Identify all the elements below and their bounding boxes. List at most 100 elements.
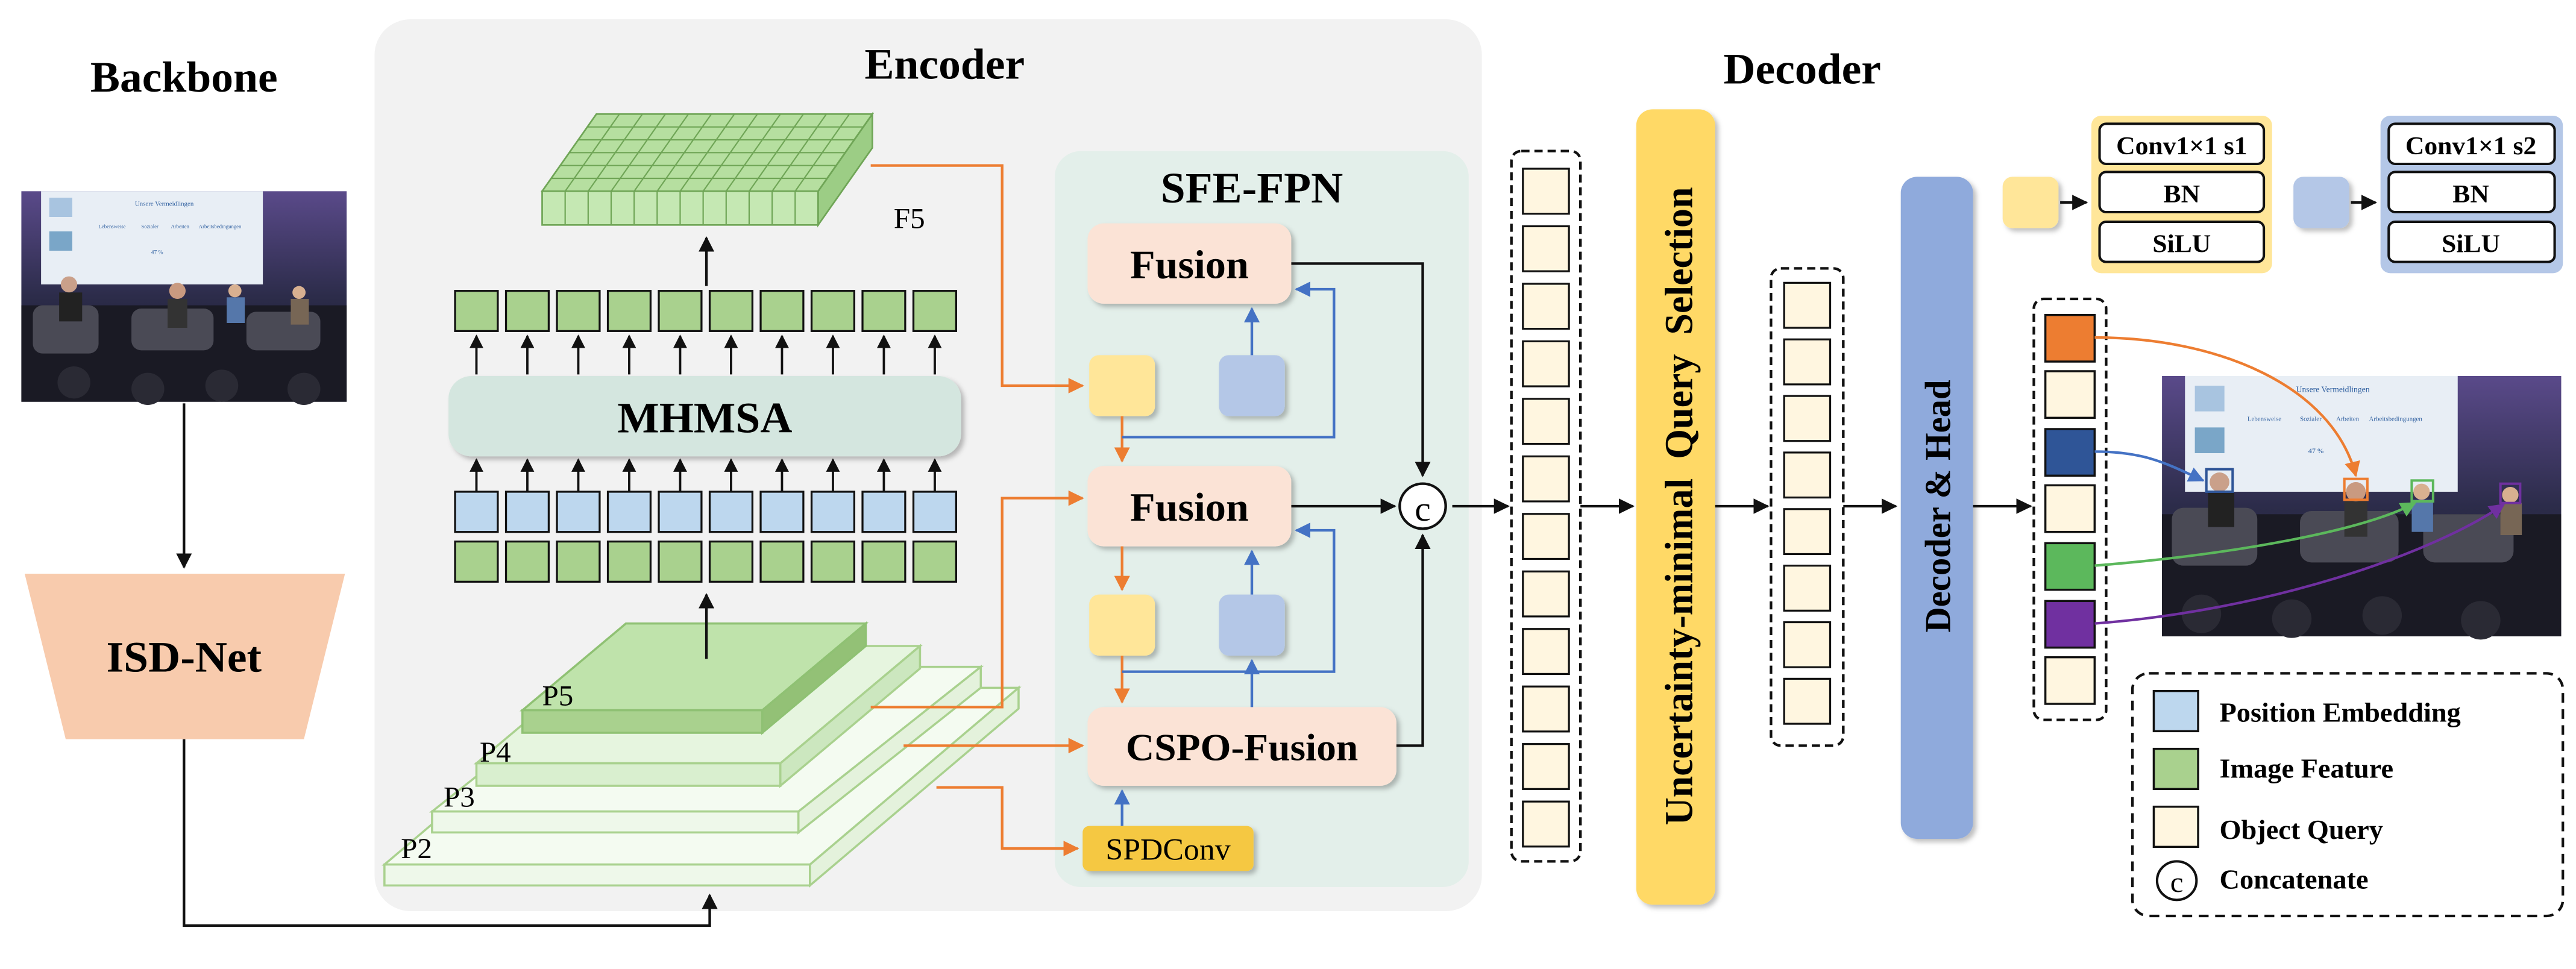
encoded-feature-token [658,290,703,332]
position-embedding-token [606,491,652,533]
det-arrow-green [2094,501,2417,567]
legend-box [2131,672,2565,918]
svg-text:BN: BN [2452,180,2489,208]
selected-query-cell [1783,508,1832,556]
position-embedding-token [810,491,856,533]
svg-text:BN: BN [2164,180,2201,208]
image-feature-token [861,541,906,583]
pyramid-p5 [520,621,869,735]
output-queries [2044,313,2096,705]
position-embedding-token [912,491,958,533]
sfe-fpn-title: SFE-FPN [1161,164,1343,212]
f5-label: F5 [894,203,925,234]
selected-query-cell [1783,565,1832,612]
position-embedding-token [708,491,754,533]
conv-blue-input [2293,177,2349,228]
encoded-feature-token [556,290,601,332]
encoded-feature-token [454,290,499,332]
object-query-cell [1522,570,1570,618]
yellow-conv-bottom [1089,594,1155,656]
image-feature-token [810,541,856,583]
svg-text:47 %: 47 % [2308,447,2324,455]
input-photo: Unsere Vermeidlingen Lebensweise Soziale… [21,191,347,405]
object-query-pool [1522,168,1570,848]
backbone-title: Backbone [90,53,278,101]
det-arrow-blue [2094,450,2205,482]
object-query-cell [1522,168,1570,215]
object-query-cell [1522,340,1570,387]
svg-text:Unsere Vermeidlingen: Unsere Vermeidlingen [2296,385,2370,394]
object-query-cell [1522,743,1570,790]
label-p5: P5 [542,680,574,712]
det-arrow-orange [2094,336,2360,477]
isd-net-label: ISD-Net [107,633,262,681]
svg-text:47 %: 47 % [151,249,163,256]
conv-yellow-input [2002,177,2059,228]
blue-arrows [1114,281,1336,826]
image-feature-token [759,541,805,583]
encoder-title: Encoder [864,40,1025,88]
orange-arrows [870,164,1130,856]
fusion-top-label: Fusion [1130,242,1249,287]
encoded-feature-token [861,290,906,332]
svg-text:Sozialer: Sozialer [2300,416,2322,423]
legend-image-feature: Image Feature [2220,753,2394,783]
svg-text:Unsere Vermeidlingen: Unsere Vermeidlingen [135,200,194,207]
fusion-mid-block [1087,466,1292,547]
spdconv-label: SPDConv [1105,833,1231,867]
svg-text:Lebensweise: Lebensweise [2248,416,2281,423]
selected-query-cell [1783,395,1832,442]
position-embedding-token [759,491,805,533]
yellow-conv-top [1089,355,1155,416]
object-query-cell [1522,398,1570,445]
isd-net-block [24,574,345,739]
svg-text:Lebensweise: Lebensweise [99,224,126,230]
image-feature-row [454,541,958,583]
selected-query-cell [1783,451,1832,499]
det-arrow-purple [2094,503,2505,625]
output-photo: Unsere Vermeidlingen Lebensweise Soziale… [2162,376,2562,640]
object-query-cell [1522,513,1570,560]
encoded-feature-token [606,290,652,332]
svg-text:Arbeitsbedingungen: Arbeitsbedingungen [199,224,242,230]
position-embedding-token [658,491,703,533]
label-p3: P3 [444,782,475,813]
circled-c-icon [2155,860,2198,902]
image-feature-token [708,541,754,583]
svg-text:Arbeiten: Arbeiten [2336,416,2360,423]
position-embedding-token [454,491,499,533]
image-feature-token [912,541,958,583]
encoded-feature-token [708,290,754,332]
arrows-out-of-mhmsa [470,334,942,375]
f5-feature-map [540,111,874,228]
image-feature-token [606,541,652,583]
cspo-fusion-block [1087,707,1396,786]
decoder-title: Decoder [1723,45,1881,93]
output-queries-frame [2032,297,2108,721]
concat-symbol: c [1415,489,1431,528]
mhmsa-label: MHMSA [617,394,793,442]
fusion-top-block [1087,223,1292,304]
selected-query-cell [1783,281,1832,329]
blue-conv-bottom [1219,594,1285,656]
conv-block-1: Conv1×1 s1 BN SiLU [2091,116,2272,274]
svg-text:Arbeiten: Arbeiten [171,224,189,230]
image-feature-token [454,541,499,583]
position-embedding-row [454,491,958,533]
object-query-cell [1522,225,1570,272]
blue-conv-top [1219,355,1285,416]
label-p4: P4 [480,736,511,768]
image-feature-icon [2152,747,2199,791]
label-p2: P2 [401,833,432,864]
svg-text:Conv1×1 s2: Conv1×1 s2 [2405,132,2536,160]
image-feature-token [504,541,550,583]
selected-object-queries [1783,281,1832,725]
object-query-cell [1522,283,1570,330]
mhmsa-block [448,376,961,457]
selected-query-cell [1783,338,1832,386]
svg-text:SiLU: SiLU [2442,230,2500,258]
selected-query-cell [1783,677,1832,725]
encoded-feature-token [759,290,805,332]
concat-icon [1398,482,1447,530]
